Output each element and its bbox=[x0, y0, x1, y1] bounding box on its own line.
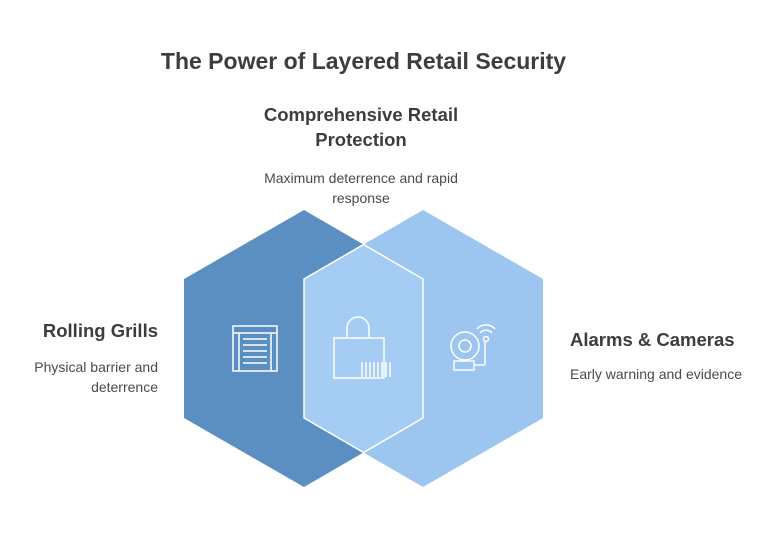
page-title: The Power of Layered Retail Security bbox=[160, 48, 567, 74]
right-heading: Alarms & Cameras bbox=[570, 329, 735, 350]
right-label-block: Alarms & Cameras Early warning and evide… bbox=[570, 327, 770, 384]
center-description: Maximum deterrence and rapid response bbox=[264, 170, 458, 206]
overlap-region bbox=[303, 243, 424, 454]
right-description: Early warning and evidence bbox=[570, 366, 742, 382]
alarm-bell-icon bbox=[450, 324, 496, 371]
padlock-barcode-icon bbox=[333, 316, 391, 379]
center-label-block: Comprehensive Retail Protection Maximum … bbox=[238, 102, 484, 208]
left-heading: Rolling Grills bbox=[42, 320, 158, 341]
left-label-block: Rolling Grills Physical barrier and dete… bbox=[10, 318, 158, 397]
center-heading: Comprehensive Retail Protection bbox=[263, 104, 459, 150]
left-description: Physical barrier and deterrence bbox=[34, 359, 158, 395]
rolling-shutter-icon bbox=[232, 325, 278, 372]
